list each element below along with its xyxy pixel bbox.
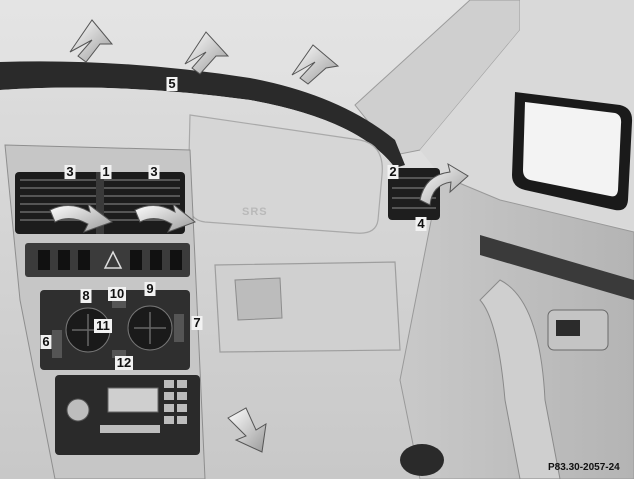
callout-1: 1 (102, 164, 109, 179)
callout-5: 5 (168, 76, 175, 91)
radio-unit (55, 375, 200, 455)
callout-8: 8 (82, 288, 89, 303)
door-speaker (400, 444, 444, 476)
callout-4: 4 (417, 216, 425, 231)
callout-12: 12 (117, 355, 131, 370)
callout-6: 6 (42, 334, 49, 349)
callout-9: 9 (146, 281, 153, 296)
callout-10: 10 (110, 286, 124, 301)
callout-7: 7 (193, 315, 200, 330)
figure-reference-code: P83.30-2057-24 (548, 462, 620, 473)
callout-3: 3 (66, 164, 73, 179)
callout-3: 3 (150, 164, 157, 179)
glove-box-handle (235, 278, 282, 320)
switch-row (25, 243, 190, 277)
srs-marking: SRS (242, 206, 268, 218)
callout-11: 11 (96, 318, 110, 333)
callout-2: 2 (389, 164, 396, 179)
